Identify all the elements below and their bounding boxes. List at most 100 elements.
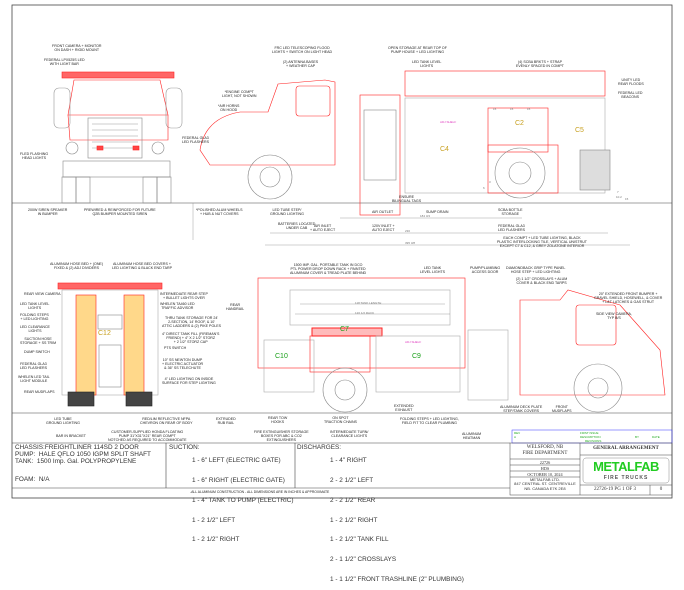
- front-bumper-label: 20" EXTENDED FRONT BUMPER + GRAVEL SHIEL…: [594, 292, 663, 305]
- side-view-truck-right: [257, 277, 666, 413]
- ladder-storage-label: THRU TANK STORAGE FOR 24' 2-SECTION, 14'…: [162, 316, 222, 329]
- dimension: 10.2: [616, 195, 622, 199]
- shelf-label: ADJ SHELF: [405, 340, 422, 344]
- company-address: METALFAB LTD. 847 CENTRAL ST. CENTREVILL…: [514, 477, 576, 491]
- head-lights-label: FLED FLASHING HEAD LIGHTS: [20, 152, 49, 161]
- engine-light-label: *ENGINE COMPT LIGHT, NOT SHOWN: [222, 90, 257, 99]
- compartment-c7: C7: [340, 326, 349, 333]
- wheels-label: *POLISHED ALUM WHEELS + HUB & NUT COVERS: [196, 208, 243, 217]
- job-number: 22726: [539, 460, 551, 465]
- tail-light-label: WHELEN LED TAIL LIGHT MODULE: [18, 375, 50, 384]
- siren-speaker-label: 200W SIREN SPEAKER IN BUMPER: [28, 208, 68, 217]
- newton-dump-label: 10" SS NEWTON DUMP + ELECTRIC ACTUATOR &…: [162, 358, 204, 371]
- hose-step-label: DIAMONDBACK GRIP TYPE PANEL HOSE STEP + …: [506, 266, 566, 275]
- scba-brackets-label: (4) SCBA BRKTS + STRAP EVENLY SPACED IN …: [516, 60, 564, 69]
- front-view-truck: [53, 71, 183, 204]
- scba-bottle-label: SCBA BOTTLE STORAGE: [498, 208, 523, 217]
- suction-item: 1 - 4" TANK TO PUMP (ELECTRIC): [192, 496, 294, 504]
- logo-subtitle: FIRE TRUCKS: [603, 475, 649, 481]
- dimension: 15: [625, 197, 629, 201]
- light-bar-label: FEDERAL LPX525S LED WITH LIGHT BAR: [44, 58, 85, 67]
- tank-level-lights-label: LED TANK LEVEL LIGHTS: [420, 266, 446, 275]
- discharges-list: 1 - 4" RIGHT 2 - 2 1/2" LEFT 2 - 2 1/2" …: [330, 445, 464, 590]
- folding-steps-plumbing-label: FOLDING STEPS + LED LIGHTING, FIELD FIT …: [400, 417, 459, 426]
- suction-list: 1 - 6" LEFT (ELECTRIC GATE) 1 - 6" RIGHT…: [192, 445, 293, 551]
- air-outlet-label: AIR OUTLET: [372, 210, 394, 214]
- tank-length-dimension: 118 TANK LENGTH: [355, 301, 382, 305]
- rev-header: REV: [514, 431, 521, 435]
- dump-switch-label: DUMP SWITCH: [24, 350, 50, 354]
- deck-plate-label: ALUMINUM DECK PLATE STEP/TANK COVERS: [500, 405, 543, 414]
- compartment-c5: C5: [575, 127, 584, 134]
- spec-tank: TANK: 1500 Imp. Gal. POLYPROPYLENE: [15, 458, 136, 466]
- dimension: 7: [617, 190, 619, 194]
- chassis-value: FREIGHTLINER 114SD 2 DOOR: [44, 444, 139, 451]
- 120v-inlet-label: 120V INLET + AUTO EJECT: [372, 224, 395, 233]
- clearance-lights-label: LED CLEARANCE LIGHTS: [20, 325, 50, 334]
- tank-label: TANK:: [15, 458, 34, 465]
- batteries-label: BATTERIES LOCATED UNDER CAB: [278, 222, 316, 231]
- side-flashers-label: FEDERAL GLA3 LED FLASHERS: [498, 224, 525, 233]
- tow-hooks-label: REAR TOW HOOKS: [268, 416, 288, 425]
- foam-label: FOAM:: [15, 476, 36, 483]
- step-lighting-label: LED TUBE STEP/ GROUND LIGHTING: [270, 208, 304, 217]
- dimension: 15: [493, 107, 497, 111]
- dimension: 3: [489, 180, 491, 184]
- rev-id: A: [514, 435, 517, 439]
- drawing-date: OCTOBER 10, 2024: [527, 472, 563, 477]
- suction-item: 1 - 6" RIGHT (ELECTRIC GATE): [192, 476, 285, 484]
- spec-foam: FOAM: N/A: [15, 476, 50, 484]
- turn-lights-label: INTERMEDIATE TURN/ CLEARANCE LIGHTS: [330, 430, 369, 439]
- rear-handrail-label: REAR HANDRAIL: [226, 303, 245, 312]
- foam-value: N/A: [38, 476, 50, 483]
- compartment-c10: C10: [275, 353, 288, 360]
- revision-number: 0: [659, 487, 663, 492]
- spec-chassis: CHASSIS:FREIGHTLINER 114SD 2 DOOR: [15, 444, 139, 452]
- customer-name: WELSFORD, NB FIRE DEPARTMENT: [522, 445, 568, 456]
- revisions-label: REVISIONS: [585, 439, 602, 443]
- side-camera-label: SIDE VIEW CAMERA, TYP B/S: [596, 312, 632, 321]
- pump-value: HALE QFLO 1050 IGPM SPLIT SHAFT: [38, 451, 151, 458]
- discharge-item: 1 - 2 1/2" TANK FILL: [330, 536, 389, 544]
- portable-tank-label: 1500 Imp. Gal. PORTABLE TANK IN DCO PTL …: [290, 263, 367, 276]
- spec-pump: PUMP: HALE QFLO 1050 IGPM SPLIT SHAFT: [15, 451, 151, 459]
- heatman-label: ALUMINUM HEATMAN: [462, 432, 482, 441]
- drawing-title: GENERAL ARRANGEMENT: [593, 446, 659, 451]
- discharges-label: DISCHARGES:: [297, 444, 342, 451]
- suction-label: SUCTION:: [169, 444, 200, 451]
- discharge-item: 2 - 2 1/2" REAR: [330, 496, 376, 504]
- drawing-frame: [11, 4, 673, 499]
- compartment-c4: C4: [440, 146, 449, 153]
- rear-tank-level-label: LED TANK LEVEL LIGHTS: [20, 302, 50, 311]
- open-storage-label: OPEN STORAGE AT REAR TOP OF PUMP HOUSE +…: [388, 46, 447, 55]
- front-flashers-label: FEDERAL GLA3 LED FLASHERS: [182, 136, 209, 145]
- suction-item: 1 - 2 1/2" LEFT: [192, 516, 236, 524]
- chassis-label: CHASSIS:: [15, 444, 45, 451]
- discharge-item: 1 - 1 1/2" FRONT TRASHLINE (2" PLUMBING): [330, 575, 464, 583]
- inside-step-lighting-label: 4" LED LIGHTING ON INSIDE SURFACE FOR ST…: [162, 377, 216, 386]
- compartment-c9: C9: [412, 353, 421, 360]
- front-camera-label: FRONT CAMERA + MONITOR ON DASH + RIGID M…: [52, 44, 102, 53]
- hose-bed-covers-label: ALUMINUM HOSE BED COVERS + LED LIGHTING …: [112, 262, 172, 271]
- rear-step-label: INTERMEDIATE REAR STEP + BULLET LIGHTS O…: [160, 292, 208, 301]
- crosslays-label: (2) 1 1/2" CROSSLAYS + ALUM COVER & BLAC…: [516, 277, 568, 286]
- rear-floods-label: UNITY LED REAR FLOODS: [618, 78, 644, 87]
- tank-fill-label: 4" DIRECT TANK FILL (FIREMAN'S FRIEND) +…: [162, 332, 220, 345]
- rub-rail-label: EXTRUDED RUB RAIL: [216, 417, 236, 426]
- rack-dimension: 120 1/2 RACK: [355, 311, 375, 315]
- dimension: 184 3/4: [420, 214, 431, 218]
- traction-chains-label: ON SPOT TRACTION CHAINS: [324, 416, 357, 425]
- drawn-by: HDS: [540, 466, 550, 471]
- discharge-item: 1 - 4" RIGHT: [330, 457, 367, 465]
- rear-view-truck: [57, 282, 163, 407]
- beacons-label: FEDERAL LED BEACONS: [618, 91, 643, 100]
- compartment-c12: C12: [98, 330, 111, 337]
- suction-item: 1 - 6" LEFT (ELECTRIC GATE): [192, 457, 281, 465]
- pts-switch-label: PTS SWITCH: [164, 346, 187, 350]
- pump-label: PUMP:: [15, 451, 36, 458]
- traffic-advisor-label: WHELEN TA460 LED TRAFFIC ADVISOR: [160, 302, 195, 311]
- dimension: 230: [405, 229, 411, 233]
- dimension: 6: [483, 186, 485, 190]
- shelf-label: ADJ SHELF: [440, 120, 457, 124]
- dimension: 15: [527, 107, 531, 111]
